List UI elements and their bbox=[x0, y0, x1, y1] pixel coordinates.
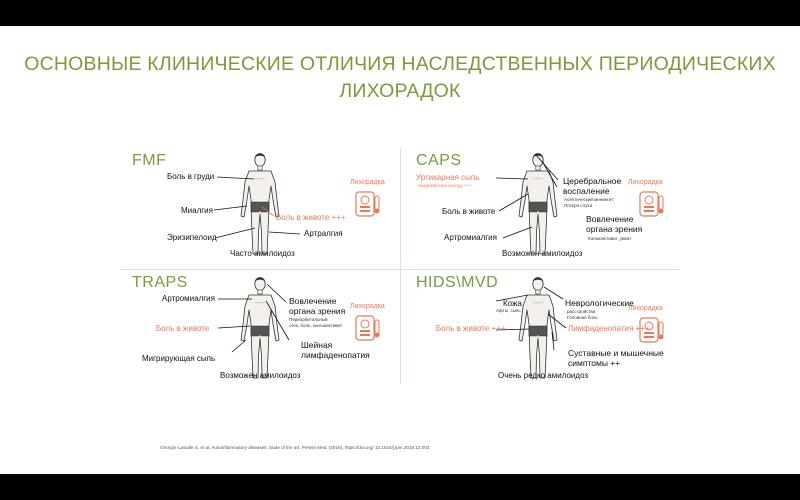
panel-caps: CAPS Лихорадка Уртикарная сыпь неадекват… bbox=[408, 152, 670, 264]
thermometer-icon bbox=[355, 191, 381, 217]
label-cerebral: Церебральное воспаление bbox=[563, 176, 622, 196]
label-eye-sub: Периорбитальный отек, боль, конъюнктивит bbox=[289, 317, 343, 328]
label-arthralgia: Артралгия bbox=[304, 229, 343, 238]
panel-title: TRAPS bbox=[132, 274, 188, 291]
label-amyloidosis: Часто амилоидоз bbox=[230, 249, 295, 258]
panel-title: CAPS bbox=[416, 152, 462, 169]
label-abdominal-pain: Боль в животе bbox=[442, 207, 496, 216]
label-amyloidosis: Очень редко амилоидоз bbox=[498, 371, 589, 380]
fever-label: Лихорадка bbox=[350, 303, 385, 310]
label-chest-pain: Боль в груди bbox=[167, 172, 215, 181]
panel-hids: HIDS\MVD Лихорадка Кожа Афты, сыпь Невро… bbox=[408, 274, 670, 386]
label-eye-sub: Конъюнктивит, увеит bbox=[588, 236, 632, 241]
label-amyloidosis: Возможен амилоидоз bbox=[502, 249, 583, 258]
human-figure-icon bbox=[240, 277, 280, 379]
title-line-1: ОСНОВНЫЕ КЛИНИЧЕСКИЕ ОТЛИЧИЯ НАСЛЕДСТВЕН… bbox=[24, 53, 776, 75]
label-eye: Вовлечение органа зрения bbox=[586, 214, 643, 234]
label-amyloidosis: Возможен амилоидоз bbox=[220, 371, 301, 380]
thermometer-icon bbox=[639, 191, 665, 217]
panel-title: HIDS\MVD bbox=[416, 274, 499, 291]
body-diagram bbox=[217, 277, 381, 379]
fever-label: Лихорадка bbox=[628, 305, 663, 312]
label-abdominal-pain: Боль в животе bbox=[156, 324, 210, 333]
slide: ОСНОВНЫЕ КЛИНИЧЕСКИЕ ОТЛИЧИЯ НАСЛЕДСТВЕН… bbox=[0, 26, 800, 474]
fever-label: Лихорадка bbox=[350, 179, 385, 186]
label-joint-muscle: Суставные и мышечные симптомы ++ bbox=[568, 348, 664, 368]
label-arthromyalgia: Артромиалгия bbox=[162, 294, 215, 303]
label-cerebral-sub: Асептический менингит Потеря слуха bbox=[564, 197, 614, 208]
label-arthromyalgia: Артромиалгия bbox=[444, 233, 497, 242]
panel-title: FMF bbox=[132, 152, 167, 169]
vertical-separator bbox=[400, 148, 401, 384]
label-myalgia: Миалгия bbox=[181, 206, 213, 215]
label-neuro-sub: расстройства Головная боль bbox=[567, 309, 598, 320]
label-neck-lymph: Шейная лимфаденопатия bbox=[301, 340, 370, 360]
citation: Georgin-Lavialle S, et al. Autoinflammat… bbox=[160, 445, 430, 450]
human-figure-icon bbox=[518, 277, 558, 379]
label-urticaria-sub: неадекватная холоду +++ bbox=[418, 183, 472, 188]
label-abdominal-pain: Боль в животе +++ bbox=[276, 213, 346, 222]
label-skin-sub: Афты, сыпь bbox=[496, 308, 521, 313]
title-line-2: ЛИХОРАДОК bbox=[339, 80, 461, 102]
human-figure-icon bbox=[240, 153, 280, 255]
label-urticaria: Уртикарная сыпь bbox=[416, 173, 480, 182]
label-erysipeloid: Эризипелоид bbox=[167, 233, 217, 242]
body-diagram bbox=[213, 153, 381, 255]
human-figure-icon bbox=[518, 153, 558, 255]
body-diagram bbox=[495, 153, 665, 255]
body-diagram bbox=[495, 277, 665, 379]
label-lymphadenopathy: Лимфаденопатия +++ bbox=[568, 324, 650, 333]
panel-fmf: FMF Лихорадка Боль в груди Миалгия Эризи… bbox=[124, 152, 386, 264]
page-title: ОСНОВНЫЕ КЛИНИЧЕСКИЕ ОТЛИЧИЯ НАСЛЕДСТВЕН… bbox=[20, 51, 780, 105]
label-eye: Вовлечение органа зрения bbox=[289, 296, 346, 316]
panel-traps: TRAPS Лихорадка Артромиалгия Вовлечение … bbox=[124, 274, 386, 386]
label-neuro: Неврологические bbox=[565, 298, 634, 308]
thermometer-icon bbox=[355, 315, 381, 341]
label-abdominal-pain: Боль в животе +++ bbox=[436, 324, 506, 333]
label-skin: Кожа bbox=[503, 299, 522, 308]
fever-label: Лихорадка bbox=[628, 179, 663, 186]
label-rash: Мигрирующая сыпь bbox=[142, 354, 216, 363]
